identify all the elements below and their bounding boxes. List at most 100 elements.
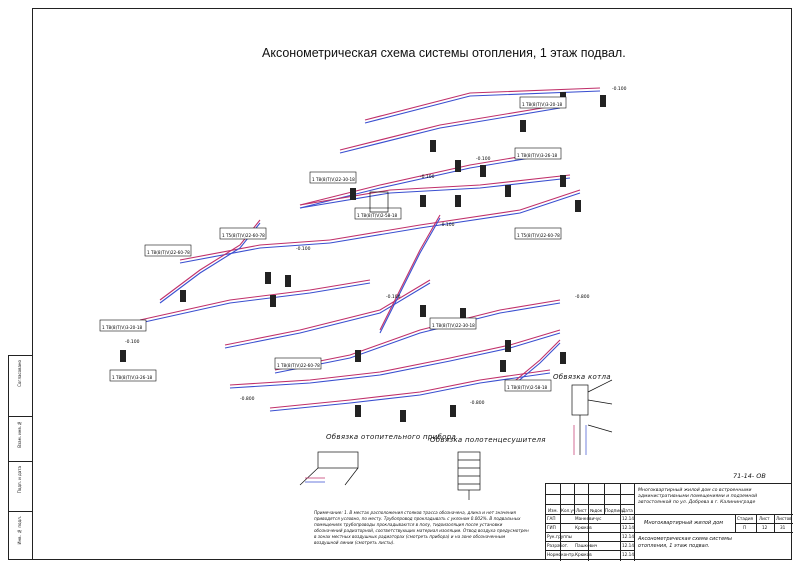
radiator-icon xyxy=(505,185,511,197)
col-header: №док xyxy=(590,508,603,513)
riser-tag-box xyxy=(109,369,157,382)
col-header: Подпись xyxy=(605,508,624,513)
radiator-icon xyxy=(455,195,461,207)
boiler-room xyxy=(369,191,389,213)
slope-label: -0.100 xyxy=(612,86,627,92)
riser-tag-label: 1 Т8(8)Т(V)3-26-18 xyxy=(517,153,558,158)
riser-tag-label: 1 Т5(8)Т(V)22-60-78 xyxy=(517,233,560,238)
radiator-hookup-detail xyxy=(299,451,359,486)
riser-tag-box xyxy=(504,379,552,392)
supply-pipe xyxy=(364,87,601,121)
radiator-icon xyxy=(455,160,461,172)
supply-pipe xyxy=(339,104,561,151)
return-pipe xyxy=(179,242,331,264)
stage-header: Стадия xyxy=(737,516,754,521)
notes-text: Примечание: 1. В местах расположения сто… xyxy=(314,510,529,545)
riser-tag-label: 1 Т8(8)Т(V)22-60-78 xyxy=(147,250,190,255)
radiator-icon xyxy=(420,305,426,317)
return-pipe xyxy=(329,192,581,244)
boiler-detail xyxy=(571,379,613,455)
riser-tag-label: 1 Т8(8)Т(V)3-20-18 xyxy=(522,102,563,107)
supply-pipe xyxy=(299,174,571,206)
object-name: Многоквартирный жилой дом xyxy=(644,520,724,526)
col-header: Кол.уч xyxy=(561,508,576,513)
riser-tag-label: 1 Т8(8)Т(V)22-60-78 xyxy=(277,363,320,368)
radiator-icon xyxy=(500,360,506,372)
return-pipe xyxy=(274,302,561,374)
role-label: Разработ. xyxy=(547,543,569,548)
slope-label: -0.800 xyxy=(575,294,590,300)
caption-boiler: Обвязка котла xyxy=(553,373,611,381)
radiator-icon xyxy=(285,275,291,287)
caption-towel-dryer: Обвязка полотенцесушителя xyxy=(430,436,546,444)
radiator-icon xyxy=(600,95,606,107)
stage-value: 31 xyxy=(780,525,786,530)
riser-tag-box xyxy=(99,319,147,332)
radiator-icon xyxy=(355,405,361,417)
stage-value: 12 xyxy=(762,525,768,530)
return-pipe xyxy=(229,332,561,389)
boiler-icon xyxy=(369,191,389,213)
radiator-icon xyxy=(480,165,486,177)
riser-tags: 1 Т8(8)Т(V)3-20-18 1 Т8(8)Т(V)3-26-18 1 Т8… xyxy=(99,96,567,392)
sign-date: 12.14 xyxy=(622,516,634,521)
sign-date: 12.14 xyxy=(622,534,634,539)
slope-label: -0.100 xyxy=(440,222,455,228)
return-pipe xyxy=(379,217,441,334)
return-pipe xyxy=(364,90,601,124)
return-pipe xyxy=(224,282,431,349)
person-name: Пашкевич xyxy=(575,543,598,548)
riser-tag-box xyxy=(354,207,402,220)
riser-tag-label: 1 Т8(8)Т(V)3-26-18 xyxy=(112,375,153,380)
riser-tag-label: 1 Т8(8)Т(V)2-58-18 xyxy=(357,213,398,218)
riser-tag-box xyxy=(514,227,562,240)
sheet-title: Аксонометрическая схема системы отоплени… xyxy=(638,536,732,549)
person-name: Крюков xyxy=(575,552,592,557)
supply-pipe xyxy=(229,329,561,386)
supply-pipe xyxy=(379,214,441,331)
return-pipe xyxy=(339,107,561,154)
role-label: ГИП xyxy=(547,525,556,530)
supply-pipe xyxy=(224,279,431,346)
radiator-icon xyxy=(317,451,359,469)
col-header: Дата xyxy=(622,508,633,513)
stage-value: П xyxy=(743,525,747,530)
return-pipe xyxy=(299,177,571,209)
col-header: Изм. xyxy=(548,508,558,513)
slope-label: -0.100 xyxy=(296,246,311,252)
slope-label: -0.100 xyxy=(420,174,435,180)
riser-tag-box xyxy=(274,357,322,370)
radiator-icon xyxy=(400,410,406,422)
strip-cell-inv: Инв. № подл. xyxy=(9,511,33,561)
slope-labels: -0.100-0.100-0.100-0.100-0.100-0.800-0.1… xyxy=(125,86,627,406)
col-header: Лист xyxy=(576,508,587,513)
supply-pipe xyxy=(269,369,551,409)
radiator-icon xyxy=(460,308,466,320)
radiator-icon xyxy=(355,350,361,362)
document-code: 71-14- ОВ xyxy=(733,472,766,480)
riser-tag-label: 1 Т8(8)Т(V)22-30-18 xyxy=(312,177,355,182)
supply-pipe xyxy=(179,239,331,261)
slope-label: -0.100 xyxy=(125,339,140,345)
left-approval-strip: Согласовано Взам. инв.№ Подп. и дата Инв… xyxy=(8,355,33,561)
project-name: Многоквартирный жилой дом со встроенными… xyxy=(638,488,758,505)
radiator-icon xyxy=(270,295,276,307)
radiator-icon xyxy=(430,140,436,152)
riser-tag-box xyxy=(519,96,567,109)
supply-pipe xyxy=(329,189,581,241)
riser-tag-label: 1 Т8(8)Т(V)2-58-18 xyxy=(507,385,548,390)
riser-tag-box xyxy=(429,317,477,330)
slope-label: -0.800 xyxy=(240,396,255,402)
stage-header: Лист xyxy=(759,516,770,521)
boiler-unit-icon xyxy=(571,384,589,416)
strip-cell-replace: Взам. инв.№ xyxy=(9,416,33,461)
title-block: Изм. Кол.уч Лист №док Подпись Дата ГАП Г… xyxy=(545,483,793,561)
slope-label: -0.800 xyxy=(470,400,485,406)
role-label: Рук.группы xyxy=(547,534,572,539)
pipe-network xyxy=(139,87,601,412)
sign-date: 12.14 xyxy=(622,552,634,557)
riser-tag-box xyxy=(514,147,562,160)
person-name: Крюков xyxy=(575,525,592,530)
